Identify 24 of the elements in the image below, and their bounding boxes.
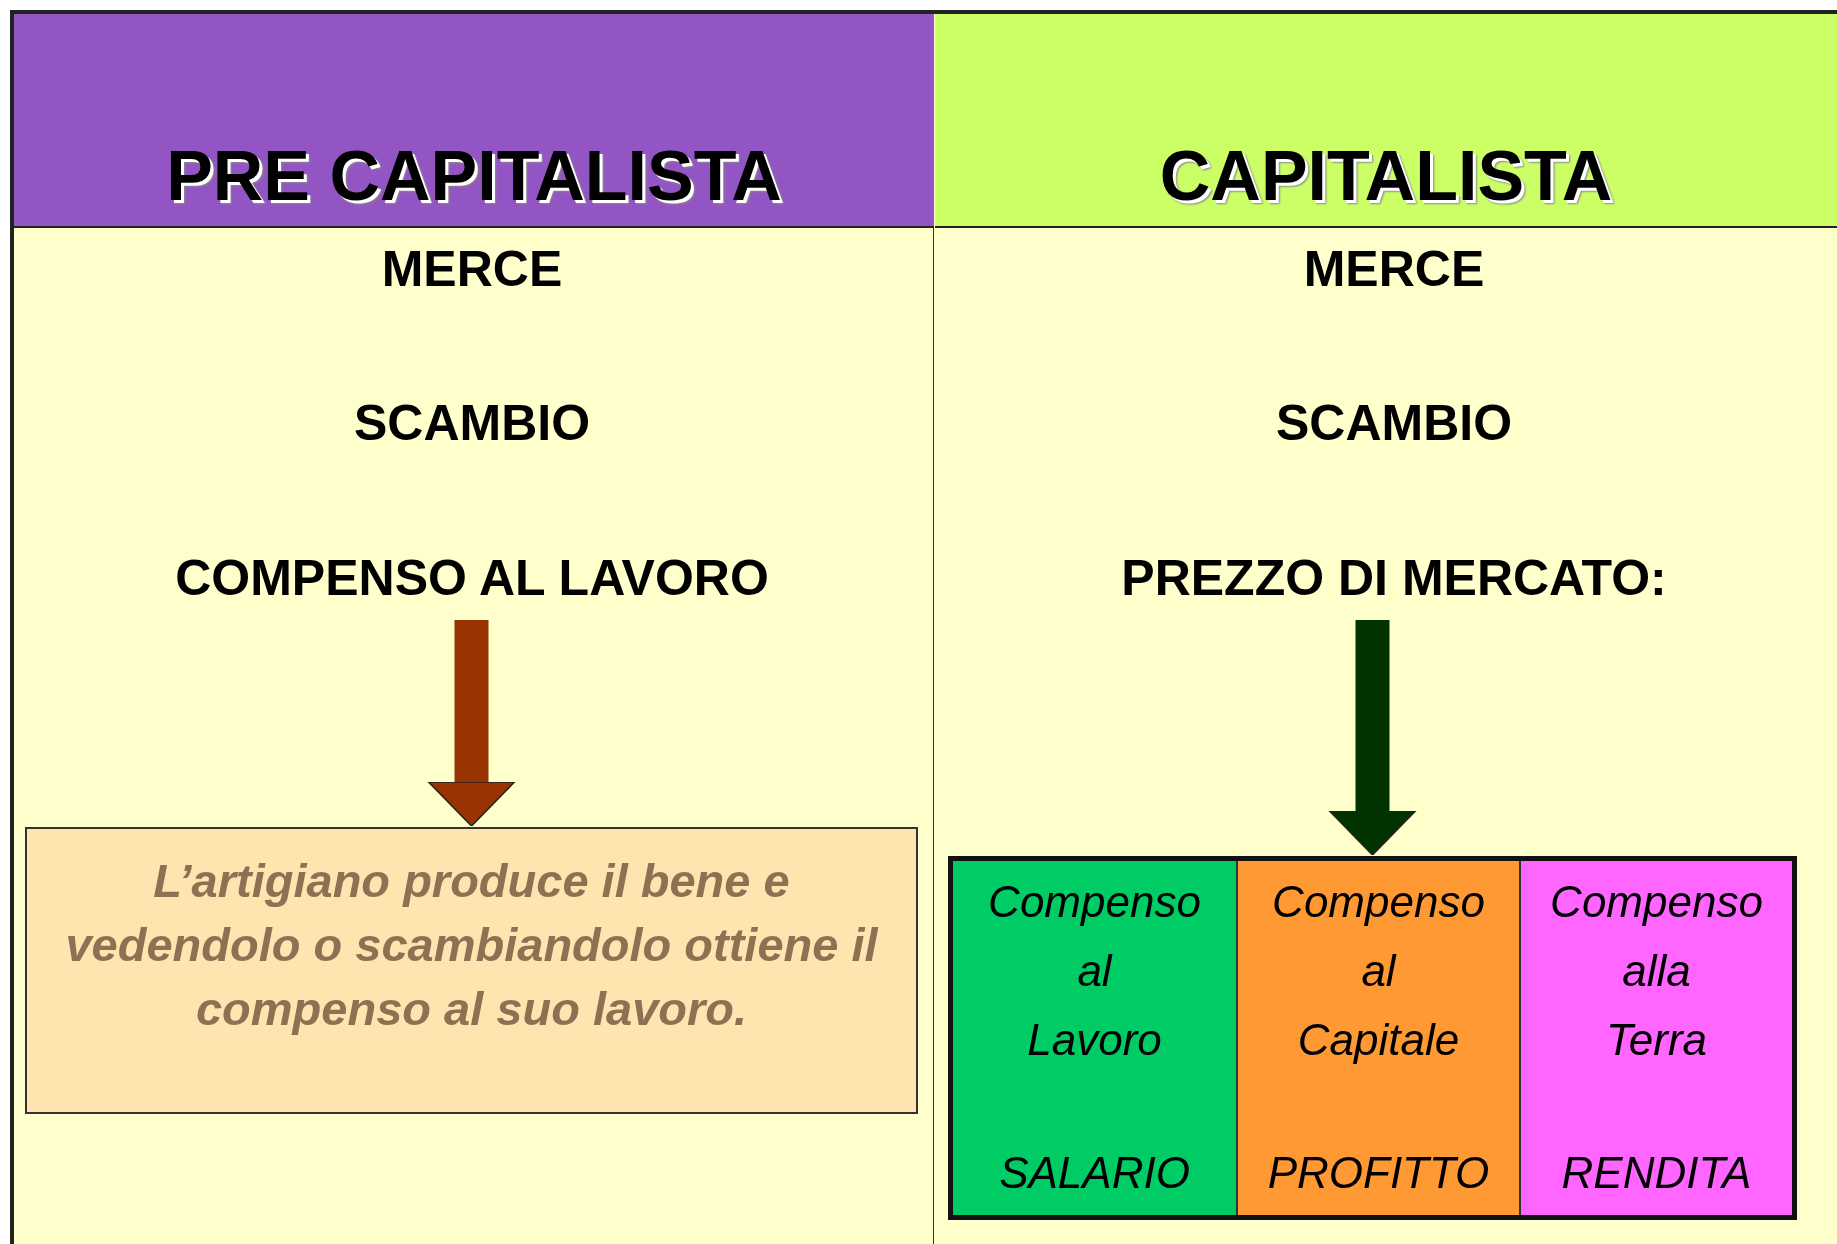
- cell-text: Compenso al Lavoro: [987, 876, 1202, 1066]
- column-title: PRE CAPITALISTA: [166, 136, 782, 217]
- compensation-table: [948, 856, 1797, 1220]
- cell-term: PROFITTO: [1266, 1147, 1491, 1199]
- heading-text: PREZZO DI MERCATO:: [1121, 549, 1667, 607]
- block-arrow: [1328, 620, 1417, 856]
- cell-term: RENDITA: [1560, 1147, 1753, 1199]
- block-arrow: [427, 620, 516, 827]
- heading-text: MERCE: [1302, 240, 1486, 298]
- cell-text: Compenso alla Terra: [1549, 876, 1764, 1066]
- column-title: CAPITALISTA: [1159, 136, 1613, 217]
- description-box: [25, 827, 918, 1114]
- table-cell: [953, 861, 1236, 1215]
- heading-text: SCAMBIO: [1274, 394, 1514, 452]
- description-text: L’artigiano produce il bene e vedendolo o scambiandolo ottiene il compenso al suo lavoro.: [64, 853, 880, 1037]
- table-cell: [1236, 861, 1519, 1215]
- header-band: [935, 14, 1837, 228]
- table-cell: [1519, 861, 1792, 1215]
- cell-term: SALARIO: [998, 1147, 1191, 1199]
- heading-text: MERCE: [380, 240, 564, 298]
- heading-text: SCAMBIO: [352, 394, 592, 452]
- heading-text: COMPENSO AL LAVORO: [175, 549, 769, 607]
- header-band: [14, 14, 934, 228]
- cell-text: Compenso al Capitale: [1271, 876, 1486, 1066]
